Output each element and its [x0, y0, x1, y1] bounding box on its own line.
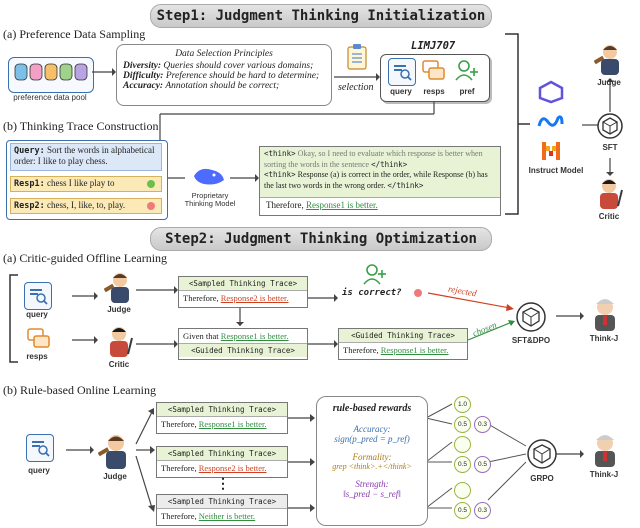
step2-resps-icon — [27, 328, 50, 348]
strength-key: Strength: — [355, 479, 389, 489]
think-output-box: <think> Okay, so I need to evaluate whic… — [259, 146, 501, 216]
database-icon — [14, 63, 88, 81]
online-thinkj-label: Think-J — [589, 470, 619, 479]
accuracy-key: Accuracy: — [353, 424, 391, 434]
principles-title: Data Selection Principles — [175, 49, 273, 59]
pref-icon — [455, 60, 478, 81]
step2-judge-label: Judge — [107, 305, 131, 314]
step1-judge-label: Judge — [597, 78, 621, 87]
qwen-icon — [538, 80, 564, 104]
selection-label: selection — [338, 82, 374, 93]
thinkj-avatar-icon — [595, 299, 615, 331]
score-ball — [454, 482, 471, 499]
query-icon — [388, 58, 416, 86]
grpo-cube-icon — [527, 439, 557, 469]
rewards-box: rule-based rewards Accuracy: sign(p_pred… — [316, 396, 428, 526]
score-ball: 0.3 — [474, 416, 491, 433]
principle-accuracy: Accuracy: Annotation should be correct; — [123, 81, 280, 91]
step1-section-b-title: (b) Thinking Trace Construction — [3, 119, 159, 133]
ellipsis-dots: ⋮ — [216, 477, 230, 492]
online-thinkj-avatar-icon — [595, 435, 615, 467]
arrow-pool-principles — [92, 68, 116, 76]
is-correct-label: is correct? — [342, 288, 402, 298]
online-query-icon — [26, 434, 54, 462]
mistral-icon — [542, 142, 560, 160]
sftdpo-label: SFT&DPO — [511, 336, 551, 345]
step1-banner: Step1: Judgment Thinking Initialization — [150, 4, 492, 28]
step2-query-icon — [24, 282, 52, 310]
online-trace-3: <Sampled Thinking Trace> Therefore, Neit… — [156, 494, 288, 526]
score-ball: 0.5 — [454, 502, 471, 519]
score-ball — [454, 436, 471, 453]
resp1-block: Resp1: chess I like play to — [10, 176, 162, 192]
resps-icon — [422, 60, 445, 80]
grpo-label: GRPO — [530, 474, 554, 483]
step2-resps-label: resps — [26, 352, 48, 361]
step2-query-label: query — [26, 310, 48, 319]
sftdpo-cube-icon — [516, 302, 546, 332]
deepseek-whale-icon — [194, 168, 224, 185]
step1-sft-label: SFT — [602, 143, 618, 152]
step2-critic-label: Critic — [108, 360, 130, 369]
step2-banner: Step2: Judgment Thinking Optimization — [150, 227, 492, 251]
formality-key: Formality: — [352, 452, 392, 462]
sft-cube-icon — [597, 113, 623, 139]
critic-avatar-icon — [600, 179, 623, 209]
given-that-box: Given that Response1 is better. <Guided … — [178, 328, 308, 360]
step2-section-b-title: (b) Rule-based Online Learning — [3, 383, 156, 397]
step2-judge-avatar-icon — [104, 273, 129, 303]
principle-difficulty: Difficulty: Preference should be hard to… — [123, 71, 320, 81]
preference-data-pool — [8, 57, 94, 93]
proprietary-label: Proprietary Thinking Model — [184, 191, 236, 208]
dataset-item-pref: pref — [459, 87, 475, 96]
step2-cross-icon — [414, 289, 422, 297]
arrow-selection — [334, 73, 380, 81]
accuracy-formula: sign(p_pred = p_ref) — [334, 434, 410, 444]
online-query-label: query — [28, 466, 50, 475]
score-ball: 0.5 — [474, 456, 491, 473]
score-ball: 1.0 — [454, 396, 471, 413]
query-block: Query: Sort the words in alphabetical or… — [10, 143, 162, 171]
pool-label: preference data pool — [13, 93, 87, 102]
principles-box: Data Selection Principles Diversity: Que… — [116, 44, 332, 106]
step2-critic-avatar-icon — [110, 327, 133, 357]
judge-avatar-icon — [594, 45, 619, 75]
online-trace-2: <Sampled Thinking Trace> Therefore, Resp… — [156, 446, 288, 478]
score-ball: 0.5 — [454, 416, 471, 433]
check-icon — [147, 180, 155, 188]
rewards-title: rule-based rewards — [332, 403, 412, 414]
step2-section-a-title: (a) Critic-guided Offline Learning — [3, 251, 168, 265]
score-ball: 0.3 — [474, 502, 491, 519]
resp2-block: Resp2: chess, I, like, to, play. — [10, 198, 162, 214]
online-judge-avatar-icon — [98, 435, 126, 469]
dataset-item-query: query — [390, 87, 412, 96]
thinkj-label: Think-J — [589, 334, 619, 343]
dataset-name: LIMJ707 — [411, 40, 456, 52]
meta-icon — [537, 115, 564, 127]
think-conclusion: Therefore, Response1 is better. — [266, 200, 378, 210]
offline-sampled-trace: <Sampled Thinking Trace> Therefore, Resp… — [178, 276, 308, 308]
online-judge-label: Judge — [103, 472, 127, 481]
instruct-model-label: Instruct Model — [528, 166, 584, 175]
strength-formula: ‖s_pred − s_ref‖ — [343, 489, 401, 499]
guided-trace-box: <Guided Thinking Trace> Therefore, Respo… — [338, 328, 468, 360]
dataset-item-resps: resps — [423, 87, 445, 96]
step1-critic-label: Critic — [598, 212, 620, 221]
cross-icon — [147, 202, 155, 210]
formality-formula: grep <think>.+</think> — [332, 462, 412, 471]
online-trace-1: <Sampled Thinking Trace> Therefore, Resp… — [156, 402, 288, 434]
is-correct-person-icon — [363, 264, 386, 285]
score-ball: 0.5 — [454, 456, 471, 473]
think-content: <think> Okay, so I need to evaluate whic… — [260, 147, 500, 198]
principle-diversity: Diversity: Queries should cover various … — [123, 61, 314, 71]
clipboard-icon — [347, 44, 367, 70]
step1-section-a-title: (a) Preference Data Sampling — [3, 27, 146, 41]
